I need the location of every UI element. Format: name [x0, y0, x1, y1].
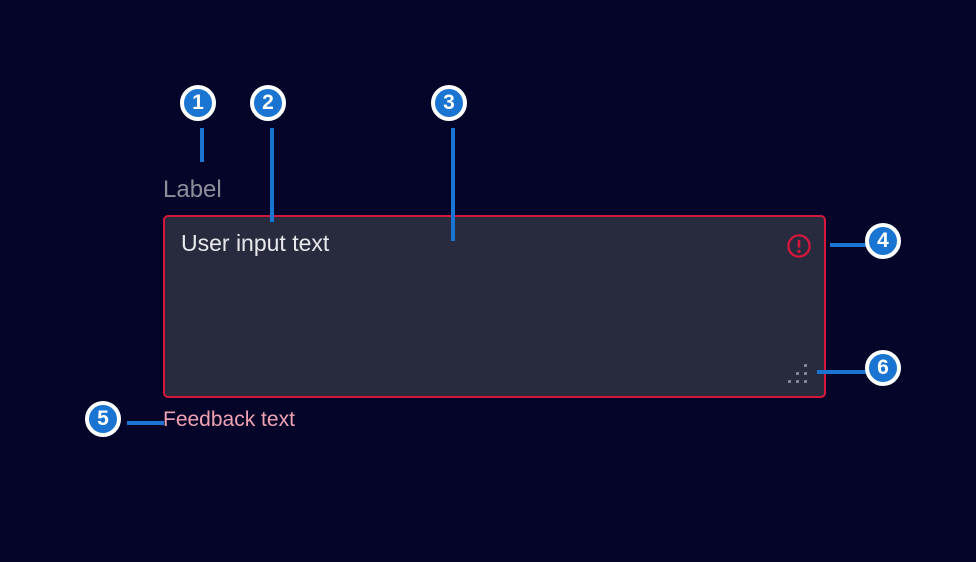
callout-marker-2: 2: [250, 85, 286, 121]
callout-marker-1: 1: [180, 85, 216, 121]
callout-line-3: [451, 128, 455, 241]
callout-number: 3: [443, 91, 455, 114]
textarea-field[interactable]: User input text: [163, 215, 826, 398]
callout-line-2: [270, 128, 274, 222]
callout-marker-4: 4: [865, 223, 901, 259]
callout-line-4: [830, 243, 867, 247]
callout-line-6: [817, 370, 867, 374]
callout-line-1: [200, 128, 204, 162]
callout-number: 4: [877, 229, 889, 252]
callout-number: 6: [877, 356, 889, 379]
callout-marker-6: 6: [865, 350, 901, 386]
resize-grip-icon[interactable]: [788, 364, 807, 383]
textarea-label: Label: [163, 176, 222, 203]
textarea-value: User input text: [181, 230, 330, 256]
feedback-text: Feedback text: [163, 408, 295, 431]
callout-line-5: [127, 421, 164, 425]
alert-circle-icon: [787, 234, 811, 258]
callout-number: 5: [97, 407, 109, 430]
callout-number: 1: [192, 91, 204, 114]
callout-marker-5: 5: [85, 401, 121, 437]
callout-number: 2: [262, 91, 274, 114]
callout-marker-3: 3: [431, 85, 467, 121]
